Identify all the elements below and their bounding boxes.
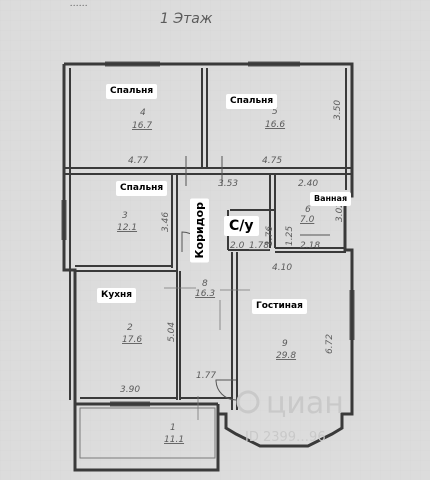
cian-logo-icon <box>236 390 260 414</box>
room-label-kitchen: Кухня <box>97 288 137 303</box>
room-number: 1 <box>170 423 176 433</box>
dim-240: 2.40 <box>298 179 318 189</box>
room-area: 29.8 <box>276 351 296 361</box>
floor-title: 1 Этаж <box>160 11 213 27</box>
room-label-bedroom-middle: Спальня <box>116 181 168 196</box>
room-area: 16.6 <box>265 120 285 130</box>
dim-125: 1.25 <box>285 226 295 246</box>
room-number: 6 <box>305 205 311 215</box>
dim-353: 3.53 <box>218 179 238 189</box>
dim-477: 4.77 <box>128 156 148 166</box>
dim-475: 4.75 <box>262 156 282 166</box>
dim-410: 4.10 <box>272 263 292 273</box>
room-number: 4 <box>140 108 146 118</box>
room-number: 9 <box>282 339 288 349</box>
room-label-bathroom: Ванная <box>310 192 352 206</box>
watermark-brand: циан <box>266 386 344 421</box>
watermark: циан ID 2399…96 <box>236 386 344 445</box>
dim-504: 5.04 <box>167 322 177 342</box>
dim-176: 1.76 <box>265 226 275 246</box>
room-area: 7.0 <box>300 215 315 225</box>
dim-20: 2.0 <box>230 241 245 251</box>
room-number: 8 <box>202 279 208 289</box>
room-area: 1.78 <box>249 241 269 251</box>
dim-350: 3.50 <box>333 100 343 120</box>
room-label-wc: С/у <box>224 216 259 236</box>
dim-672: 6.72 <box>325 334 335 354</box>
room-area: 16.3 <box>195 289 215 299</box>
room-area: 16.7 <box>132 121 152 131</box>
dim-177: 1.77 <box>196 371 216 381</box>
room-label-bedroom-top-left: Спальня <box>106 84 158 99</box>
watermark-id: ID 2399…96 <box>245 430 326 445</box>
room-label-living-room: Гостиная <box>252 299 307 314</box>
room-number: 2 <box>127 323 133 333</box>
room-area: 11.1 <box>164 435 184 445</box>
dim-346: 3.46 <box>161 212 171 232</box>
room-area: 17.6 <box>122 335 142 345</box>
dim-302: 3.02 <box>335 202 345 222</box>
dim-390: 3.90 <box>120 385 140 395</box>
dim-218: 2.18 <box>300 241 320 251</box>
room-number: 5 <box>272 107 278 117</box>
top-fragment: …… <box>70 0 88 9</box>
room-area: 12.1 <box>117 223 137 233</box>
room-number: 3 <box>122 211 128 221</box>
room-label-corridor: Коридор <box>190 198 209 263</box>
room-label-bedroom-top-right: Спальня <box>226 94 278 109</box>
openings <box>61 61 355 407</box>
inner-walls <box>64 68 352 459</box>
